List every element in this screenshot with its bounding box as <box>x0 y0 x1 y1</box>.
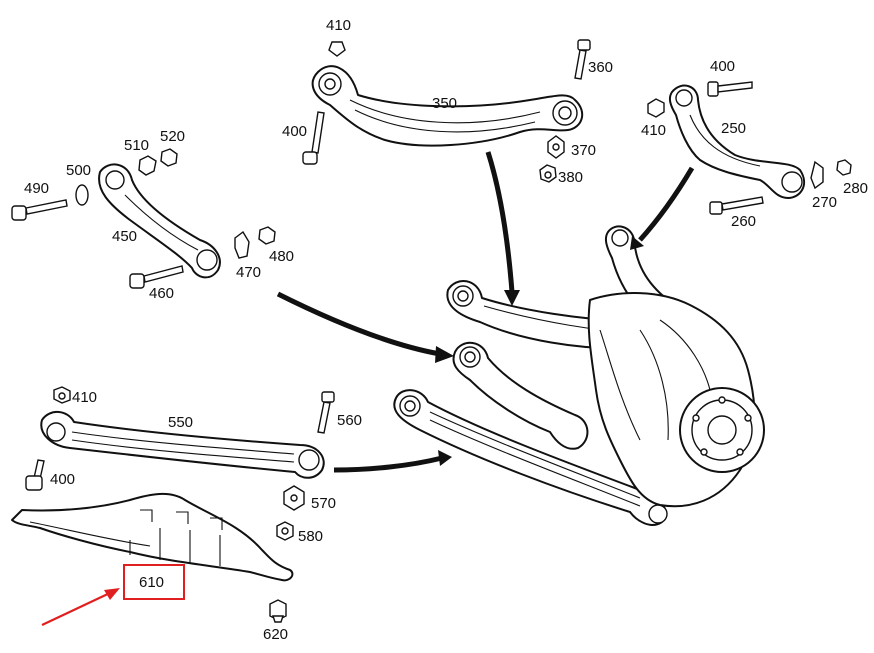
label-480: 480 <box>269 248 294 265</box>
label-500: 500 <box>66 162 91 179</box>
label-520: 520 <box>160 128 185 145</box>
label-510: 510 <box>124 137 149 154</box>
washer-270 <box>810 160 824 190</box>
arrow-250-to-assembly <box>630 166 695 250</box>
washer-570 <box>283 485 305 511</box>
part-450-toe-link <box>98 163 221 279</box>
label-550: 550 <box>168 414 193 431</box>
label-410-top: 410 <box>326 17 351 34</box>
part-550-lower-link <box>40 411 325 479</box>
nut-410-top <box>328 41 346 57</box>
bolt-460 <box>129 265 184 289</box>
label-560: 560 <box>337 412 362 429</box>
label-460: 460 <box>149 285 174 302</box>
bolt-360 <box>574 39 591 80</box>
part-610-cover-panel <box>11 493 294 582</box>
bolt-560 <box>317 391 335 434</box>
label-260: 260 <box>731 213 756 230</box>
label-570: 570 <box>311 495 336 512</box>
washer-500 <box>75 184 89 206</box>
label-360: 360 <box>588 59 613 76</box>
nut-410-lower <box>53 386 71 404</box>
bolt-400-right <box>707 81 753 97</box>
nut-580 <box>276 521 294 541</box>
label-580: 580 <box>298 528 323 545</box>
nut-410-right <box>647 98 665 118</box>
label-380: 380 <box>558 169 583 186</box>
arrow-450-to-assembly <box>276 291 454 363</box>
nut-380 <box>539 164 557 183</box>
label-250: 250 <box>721 120 746 137</box>
label-410-right: 410 <box>641 122 666 139</box>
bolt-400-upper <box>302 111 325 165</box>
nut-520 <box>160 148 178 167</box>
label-450: 450 <box>112 228 137 245</box>
part-350-upper-link <box>311 65 584 147</box>
part-labels: 410 360 350 400 370 380 400 410 250 260 … <box>24 17 868 643</box>
nut-480 <box>258 226 276 245</box>
arrow-350-to-assembly <box>485 151 520 306</box>
label-400-lower: 400 <box>50 471 75 488</box>
label-280: 280 <box>843 180 868 197</box>
bolt-400-lower <box>25 459 45 491</box>
assembled-suspension <box>393 225 765 526</box>
label-490: 490 <box>24 180 49 197</box>
label-470: 470 <box>236 264 261 281</box>
bolt-490 <box>11 199 68 221</box>
part-250-camber-arm <box>668 84 806 199</box>
washer-470 <box>234 230 250 259</box>
bolt-260 <box>709 196 764 215</box>
label-400-right: 400 <box>710 58 735 75</box>
label-400-upper: 400 <box>282 123 307 140</box>
highlight-610 <box>41 564 185 626</box>
washer-510 <box>138 155 157 176</box>
nut-280 <box>836 159 852 176</box>
label-610: 610 <box>139 574 164 591</box>
label-620: 620 <box>263 626 288 643</box>
label-270: 270 <box>812 194 837 211</box>
label-370: 370 <box>571 142 596 159</box>
label-350: 350 <box>432 95 457 112</box>
washer-370 <box>547 135 565 159</box>
label-410-lower: 410 <box>72 389 97 406</box>
arrow-550-to-assembly <box>333 450 452 473</box>
clip-620 <box>269 599 287 623</box>
